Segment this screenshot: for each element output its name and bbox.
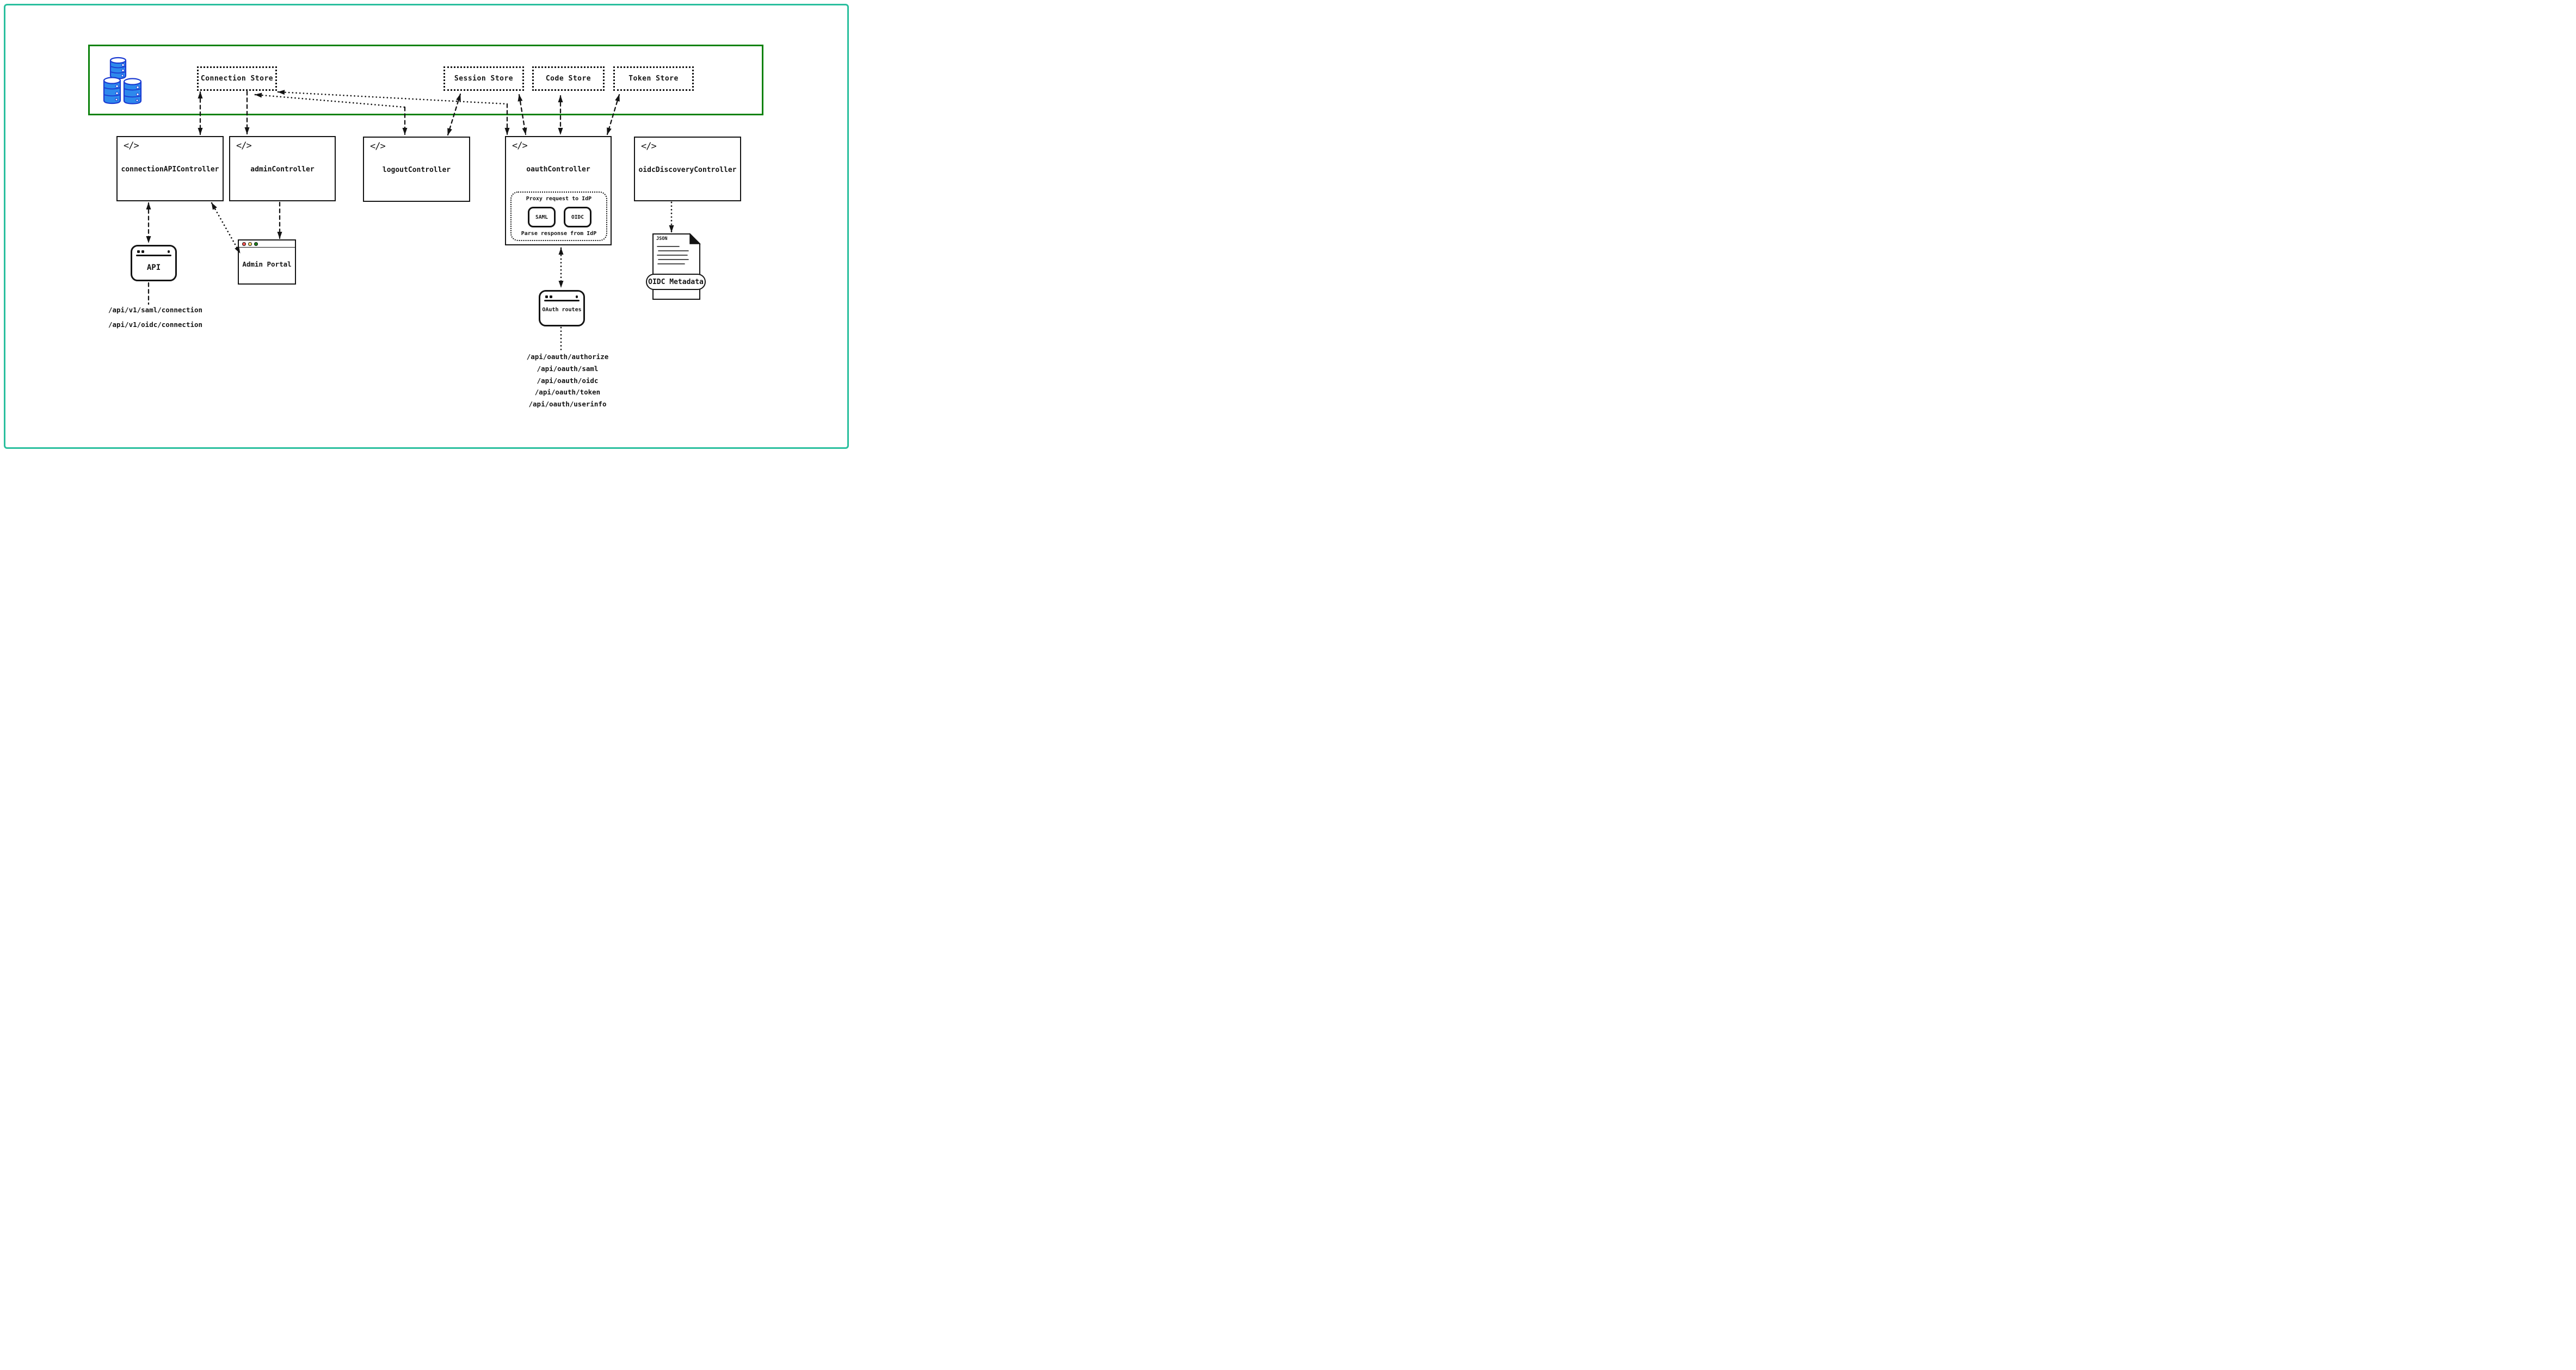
code-icon: </>	[512, 140, 528, 151]
code-icon: </>	[124, 140, 139, 151]
json-file-type-label: JSON	[656, 236, 668, 242]
oauth-endpoint: /api/oauth/saml	[537, 365, 599, 373]
window-toolbar	[136, 255, 171, 257]
session-store-box: Session Store	[443, 66, 524, 91]
window-dot-icon	[141, 250, 144, 253]
code-icon: </>	[236, 140, 252, 151]
oauth-endpoint: /api/oauth/authorize	[526, 353, 609, 361]
oidc-protocol-box: OIDC	[564, 207, 591, 227]
page-frame	[4, 4, 849, 449]
oidc-metadata-label: OIDC Metadata	[648, 277, 704, 286]
window-toolbar	[544, 300, 580, 302]
connection-api-controller-box: </> connectionAPIController	[116, 136, 224, 201]
window-dot-icon	[575, 295, 578, 298]
oauth-endpoint: /api/oauth/oidc	[537, 377, 599, 385]
session-store-label: Session Store	[454, 75, 514, 83]
logout-controller-box: </> logoutController	[363, 137, 470, 202]
minimize-dot-icon	[248, 242, 252, 246]
api-endpoint: /api/v1/oidc/connection	[108, 320, 203, 329]
code-icon: </>	[641, 141, 657, 152]
controller-label: oidcDiscoveryController	[638, 166, 737, 174]
window-dot-icon	[167, 250, 170, 253]
proxy-request-label: Proxy request to IdP	[526, 196, 592, 202]
oauth-endpoint: /api/oauth/token	[534, 388, 601, 396]
idp-proxy-box: Proxy request to IdP SAML OIDC Parse res…	[510, 192, 607, 241]
admin-controller-box: </> adminController	[229, 136, 336, 201]
token-store-box: Token Store	[613, 66, 694, 91]
api-label: API	[146, 263, 161, 272]
oauth-routes-browser-icon: OAuth routes	[539, 290, 585, 326]
saml-label: SAML	[535, 214, 548, 220]
connection-store-label: Connection Store	[200, 75, 274, 83]
window-dot-icon	[550, 295, 552, 298]
admin-portal-window: Admin Portal	[238, 239, 296, 285]
code-store-label: Code Store	[545, 75, 591, 83]
architecture-diagram: Connection Store Session Store Code Stor…	[0, 0, 853, 454]
parse-response-label: Parse response from IdP	[521, 231, 597, 237]
saml-protocol-box: SAML	[528, 207, 556, 227]
controller-label: connectionAPIController	[121, 165, 219, 174]
controller-label: oauthController	[526, 165, 590, 174]
code-store-box: Code Store	[532, 66, 605, 91]
window-dot-icon	[137, 250, 140, 253]
controller-label: logoutController	[382, 166, 451, 174]
admin-portal-label: Admin Portal	[242, 260, 292, 268]
token-store-label: Token Store	[628, 75, 679, 83]
oauth-routes-label: OAuth routes	[542, 307, 582, 313]
maximize-dot-icon	[254, 242, 258, 246]
api-endpoint: /api/v1/saml/connection	[108, 306, 203, 314]
controller-label: adminController	[250, 165, 315, 174]
oidc-discovery-controller-box: </> oidcDiscoveryController	[634, 137, 741, 201]
oauth-endpoint: /api/oauth/userinfo	[528, 400, 607, 408]
oidc-metadata-pill: OIDC Metadata	[646, 274, 706, 290]
code-icon: </>	[370, 141, 386, 152]
window-dot-icon	[545, 295, 548, 298]
connection-store-box: Connection Store	[197, 66, 277, 91]
window-titlebar	[239, 240, 295, 248]
api-browser-icon: API	[131, 245, 177, 281]
oidc-label: OIDC	[571, 214, 584, 220]
close-dot-icon	[242, 242, 246, 246]
